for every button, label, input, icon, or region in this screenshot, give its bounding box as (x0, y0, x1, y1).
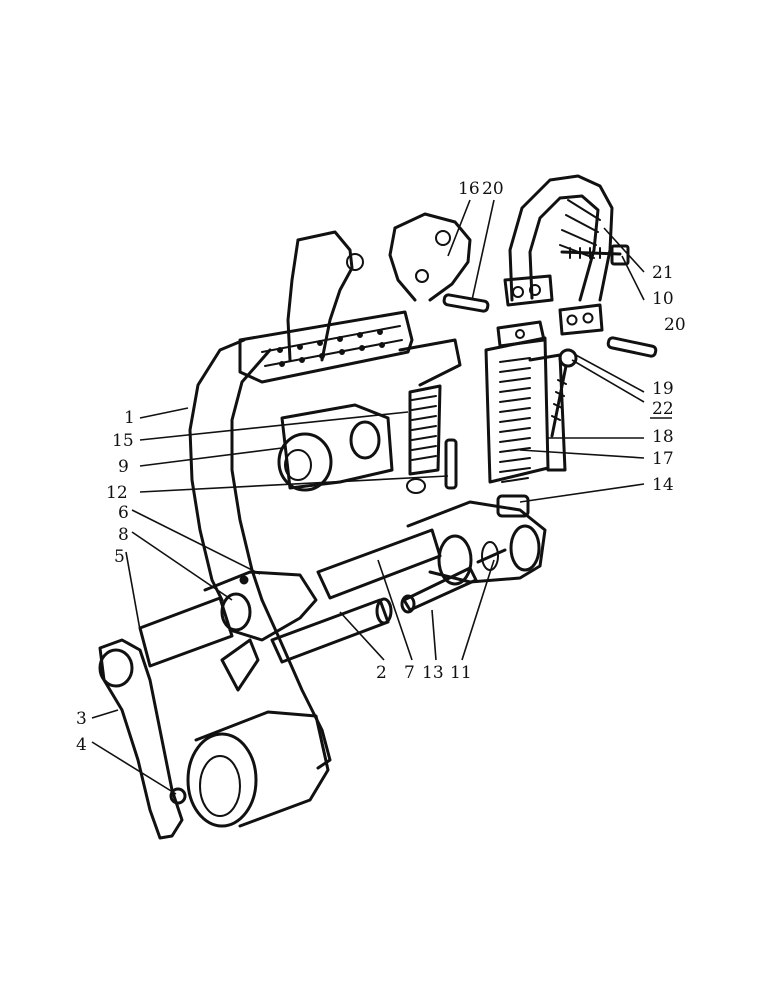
clamp-strap (503, 174, 630, 336)
label-6: 6 (118, 503, 129, 523)
label-9: 9 (118, 457, 129, 477)
screw-19-22 (550, 348, 578, 438)
pin-12 (406, 438, 458, 494)
label-17: 17 (652, 449, 674, 469)
pivot-bush (277, 403, 394, 492)
spring-15 (398, 338, 462, 476)
leader-lines (91, 199, 645, 795)
mounting-bracket (286, 212, 472, 362)
pin-20-lower (606, 336, 658, 358)
label-20-right: 20 (664, 315, 686, 335)
label-18: 18 (652, 427, 674, 447)
part-labels: 1 15 9 12 6 8 5 3 4 2 7 13 11 14 17 18 2… (76, 179, 686, 755)
label-12: 12 (106, 483, 128, 503)
collar-6-8 (203, 570, 318, 642)
label-3: 3 (76, 709, 87, 729)
label-22: 22 (652, 399, 674, 419)
pedal-arm (188, 310, 414, 770)
label-16: 16 (458, 179, 480, 199)
spring-box-18 (484, 320, 567, 484)
label-8: 8 (118, 525, 129, 545)
pin-20-upper (442, 293, 490, 313)
label-19: 19 (652, 379, 674, 399)
lower-shaft (270, 597, 393, 664)
label-1: 1 (124, 408, 135, 428)
label-20-top: 20 (482, 179, 504, 199)
label-2: 2 (376, 663, 387, 683)
label-15: 15 (112, 431, 134, 451)
label-11: 11 (450, 663, 472, 683)
label-4: 4 (76, 735, 87, 755)
label-7: 7 (404, 663, 415, 683)
screw-4 (169, 787, 187, 805)
lever-3 (98, 596, 260, 840)
spring-17 (499, 357, 531, 483)
cross-shaft (316, 500, 547, 614)
roller (186, 710, 330, 828)
label-21: 21 (652, 263, 674, 283)
label-5: 5 (114, 547, 125, 567)
label-13: 13 (422, 663, 444, 683)
label-10: 10 (652, 289, 674, 309)
label-14: 14 (652, 475, 674, 495)
